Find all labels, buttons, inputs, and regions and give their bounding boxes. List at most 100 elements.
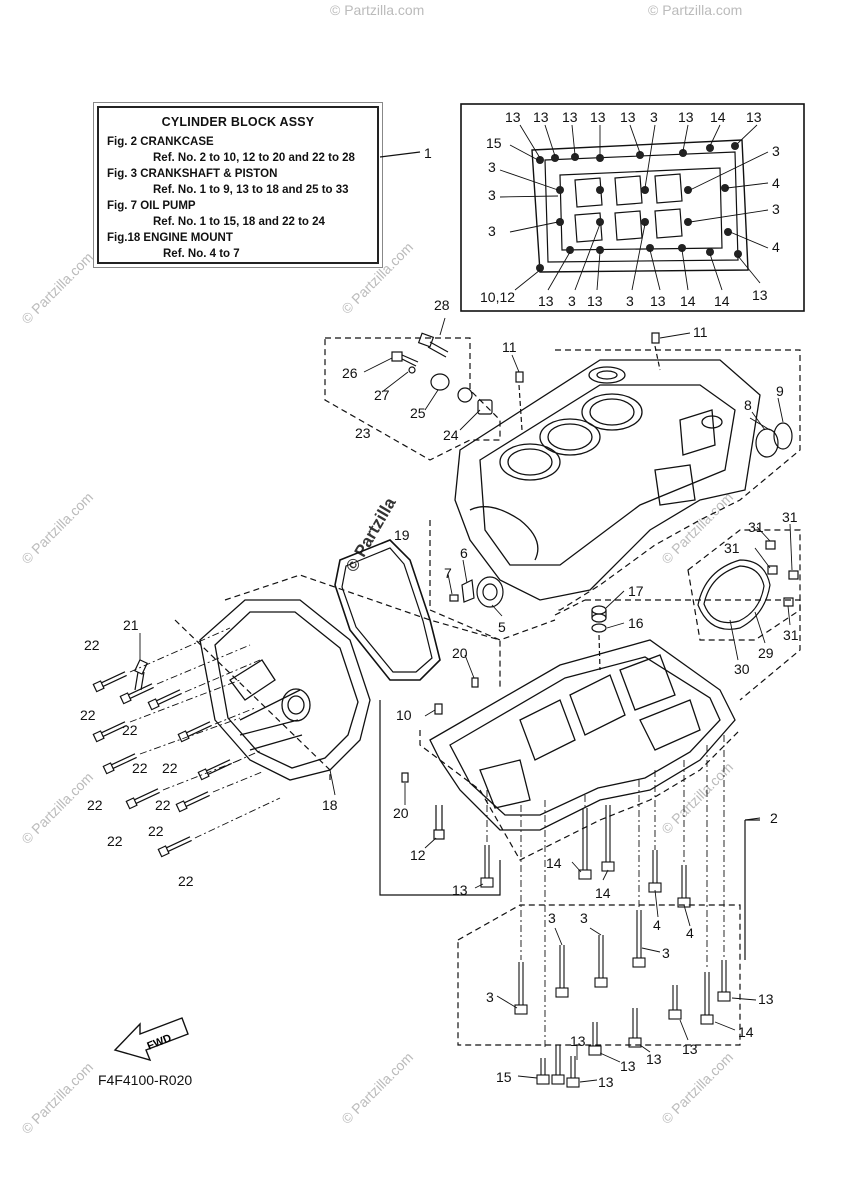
legend-ref-18: Ref. No. 4 to 7 [163,248,240,260]
callout: 3 [548,910,556,926]
callout: 10 [396,707,412,723]
inset-callout: 14 [714,293,730,309]
leader-1 [379,151,421,158]
part-18-cover [199,599,371,781]
callout: 16 [628,615,644,631]
callout: 28 [434,297,450,313]
legend-box: CYLINDER BLOCK ASSY Fig. 2 CRANKCASE Ref… [97,106,379,264]
inset-callout: 13 [533,109,549,125]
callout: 8 [744,397,752,413]
inset-callout: 3 [650,109,658,125]
callout: 22 [84,637,100,653]
callout: 29 [758,645,774,661]
inset-callout: 13 [587,293,603,309]
callout: 31 [782,509,798,525]
inset-callout: 13 [590,109,606,125]
callout: 13 [452,882,468,898]
inset-leaders [499,124,769,291]
inset-callout: 14 [680,293,696,309]
callout: 25 [410,405,426,421]
inset-callout: 3 [626,293,634,309]
callout: 4 [653,917,661,933]
callout: 4 [686,925,694,941]
callout: 22 [162,760,178,776]
inset-bolt-holes [536,142,742,272]
callout: 11 [502,339,517,355]
inset-callout: 3 [488,223,496,239]
callout: 14 [546,855,562,871]
watermark: © Partzilla.com [330,2,425,18]
callout: 22 [80,707,96,723]
inset-callout: 13 [505,109,521,125]
callout: 20 [393,805,409,821]
callout: 31 [724,540,740,556]
legend-ref-3: Ref. No. 1 to 9, 13 to 18 and 25 to 33 [153,184,349,196]
callout: 22 [155,797,171,813]
callout: 13 [682,1041,698,1057]
legend-ref-2: Ref. No. 2 to 10, 12 to 20 and 22 to 28 [153,152,355,164]
callout: 22 [178,873,194,889]
inset-callout: 14 [710,109,726,125]
callout: 3 [486,989,494,1005]
part-10-dowel [434,703,443,715]
callout: 13 [570,1033,586,1049]
part-19-gasket [334,539,441,681]
inset-callout: 3 [488,159,496,175]
callout-leaders [139,317,793,1083]
callout: 14 [595,885,611,901]
callout: 1 [424,145,432,161]
inset-frame [460,103,805,312]
part-25-plug [430,373,493,415]
callout: 22 [148,823,164,839]
inset-callout: 4 [772,239,780,255]
legend-fig-2: Fig. 2 CRANKCASE [107,136,214,148]
bolt-centerlines [129,627,281,839]
callout: 13 [620,1058,636,1074]
part-11-dowel [651,332,660,344]
part-28-bolt [417,332,449,358]
callout: 13 [598,1074,614,1090]
watermark: © Partzilla.com [648,2,743,18]
callout: 15 [496,1069,512,1085]
part-31-bolts [765,540,799,607]
block-dashed-bound [555,349,801,611]
callout: 6 [460,545,468,561]
callout: 22 [107,833,123,849]
callout-labels: 1 2 3 3 3 3 4 4 5 6 7 8 9 10 11 11 12 13… [80,145,799,1090]
inset-callout: 4 [772,175,780,191]
callout: 12 [410,847,426,863]
callout: 7 [444,565,452,581]
legend-fig-18: Fig.18 ENGINE MOUNT [107,232,233,244]
inset-callout: 15 [486,135,502,151]
inset-callout: 13 [746,109,762,125]
part-11-dowel [515,371,524,383]
cylinder-block [454,359,761,601]
legend-ref-7: Ref. No. 1 to 15, 18 and 22 to 24 [153,216,325,228]
callout: 18 [322,797,338,813]
callout: 22 [122,722,138,738]
callout: 2 [770,810,778,826]
part-27-washer [408,366,416,374]
part-6-bracket [461,579,475,603]
inset-callout: 13 [620,109,636,125]
inset-callout: 13 [752,287,768,303]
inset-callout: 10,12 [480,289,515,305]
callout: 21 [123,617,139,633]
legend-fig-7: Fig. 7 OIL PUMP [107,200,196,212]
callout: 3 [662,945,670,961]
callout: 17 [628,583,644,599]
inset-callout: 3 [772,143,780,159]
callout: 22 [132,760,148,776]
callout: 9 [776,383,784,399]
part-12-bolt [433,805,445,840]
part-16-o-ring [591,623,607,633]
inset-callout: 13 [650,293,666,309]
fwd-label: FWD [146,1032,174,1053]
assy-23-dashed-box [324,337,501,461]
part-8-seal [755,428,779,458]
callout: 27 [374,387,390,403]
part-20-dowel [471,677,479,688]
callout: 13 [646,1051,662,1067]
callout: 14 [738,1024,754,1040]
